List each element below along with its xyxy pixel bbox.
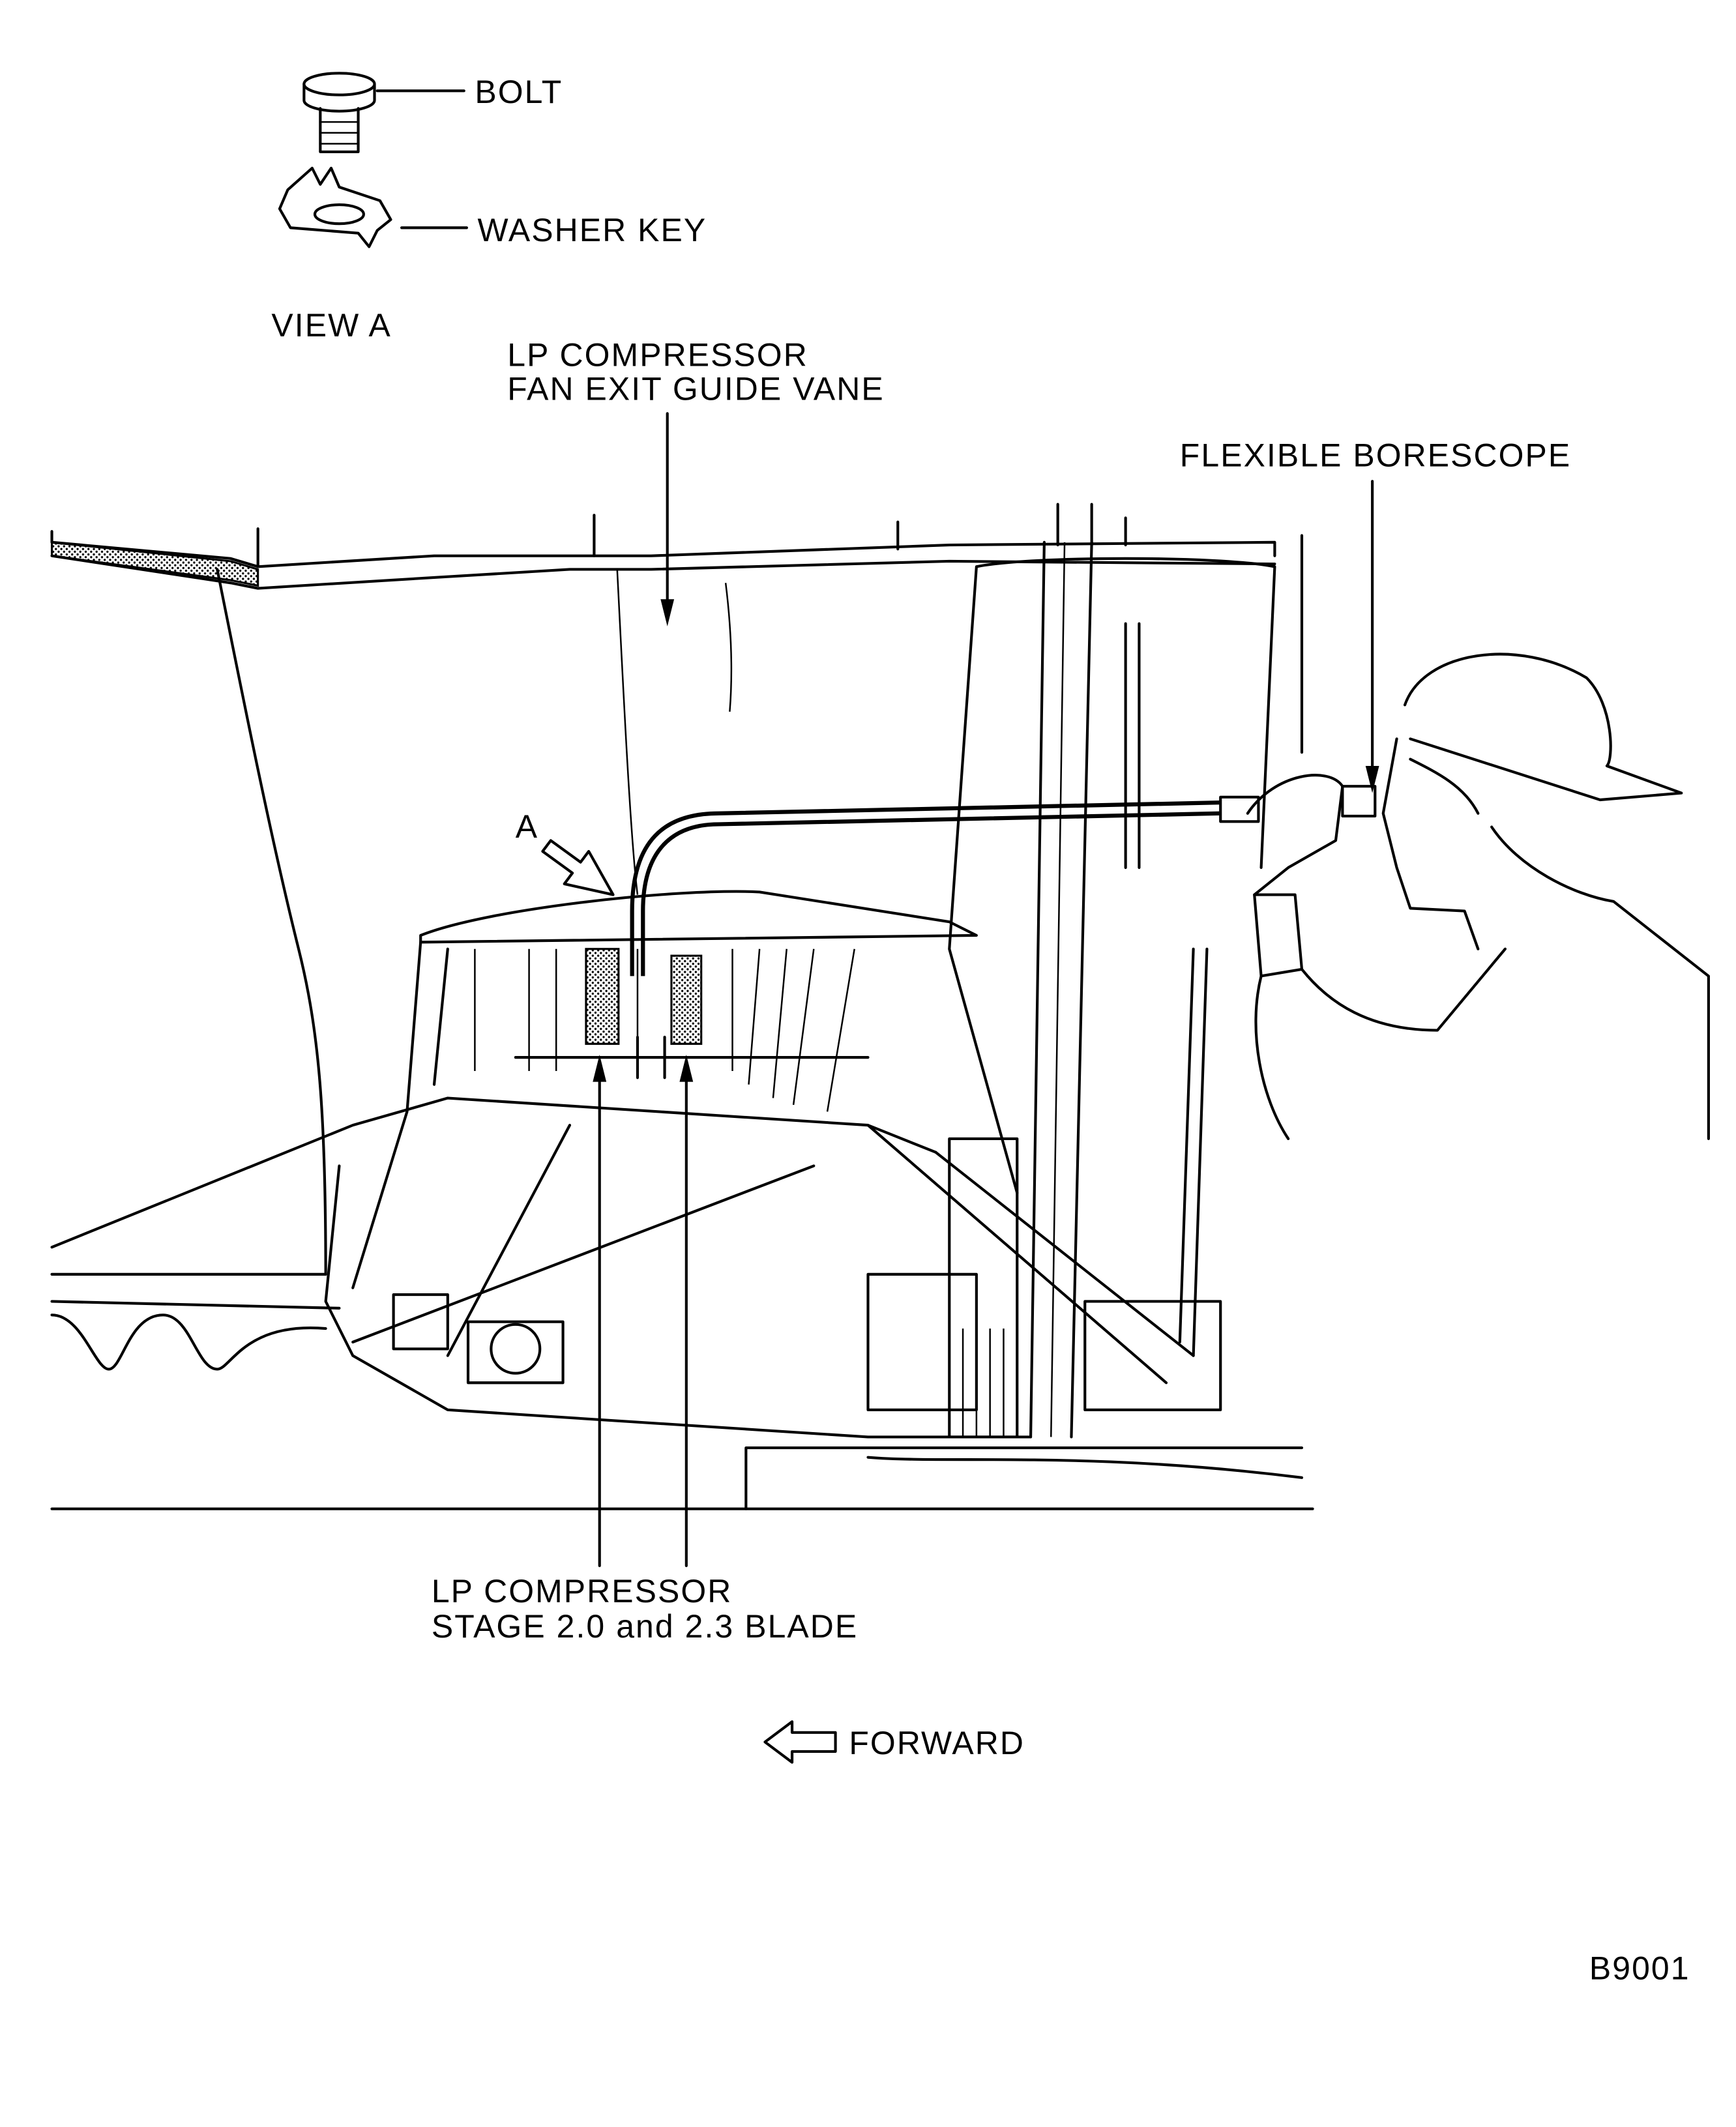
blade-leader-arrows (593, 1054, 694, 1568)
forward-label: FORWARD (849, 1725, 1025, 1761)
fegv-label-line1: LP COMPRESSOR (507, 337, 808, 374)
fegv-label-line2: FAN EXIT GUIDE VANE (507, 371, 884, 407)
fegv-leader-arrow (660, 412, 675, 626)
borescope-probe (630, 785, 1377, 976)
borescope-label: FLEXIBLE BORESCOPE (1180, 437, 1571, 473)
borescope-leader-arrow (1365, 480, 1379, 793)
technician-figure (1246, 653, 1710, 1141)
blade-label-line1: LP COMPRESSOR (432, 1573, 733, 1609)
bolt-label: BOLT (475, 74, 563, 110)
figure-id: B9001 (1589, 1950, 1690, 1986)
bolt-drawing (302, 72, 465, 154)
view-a-marker-letter: A (516, 808, 538, 845)
view-a-title: VIEW A (271, 307, 391, 344)
forward-arrow-icon (763, 1720, 837, 1764)
view-a-arrow (541, 839, 615, 896)
engine-cross-section (50, 503, 1314, 1510)
blade-label-line2: STAGE 2.0 and 2.3 BLADE (432, 1608, 858, 1645)
washer-key-drawing (278, 166, 468, 248)
washer-key-label: WASHER KEY (478, 212, 707, 248)
